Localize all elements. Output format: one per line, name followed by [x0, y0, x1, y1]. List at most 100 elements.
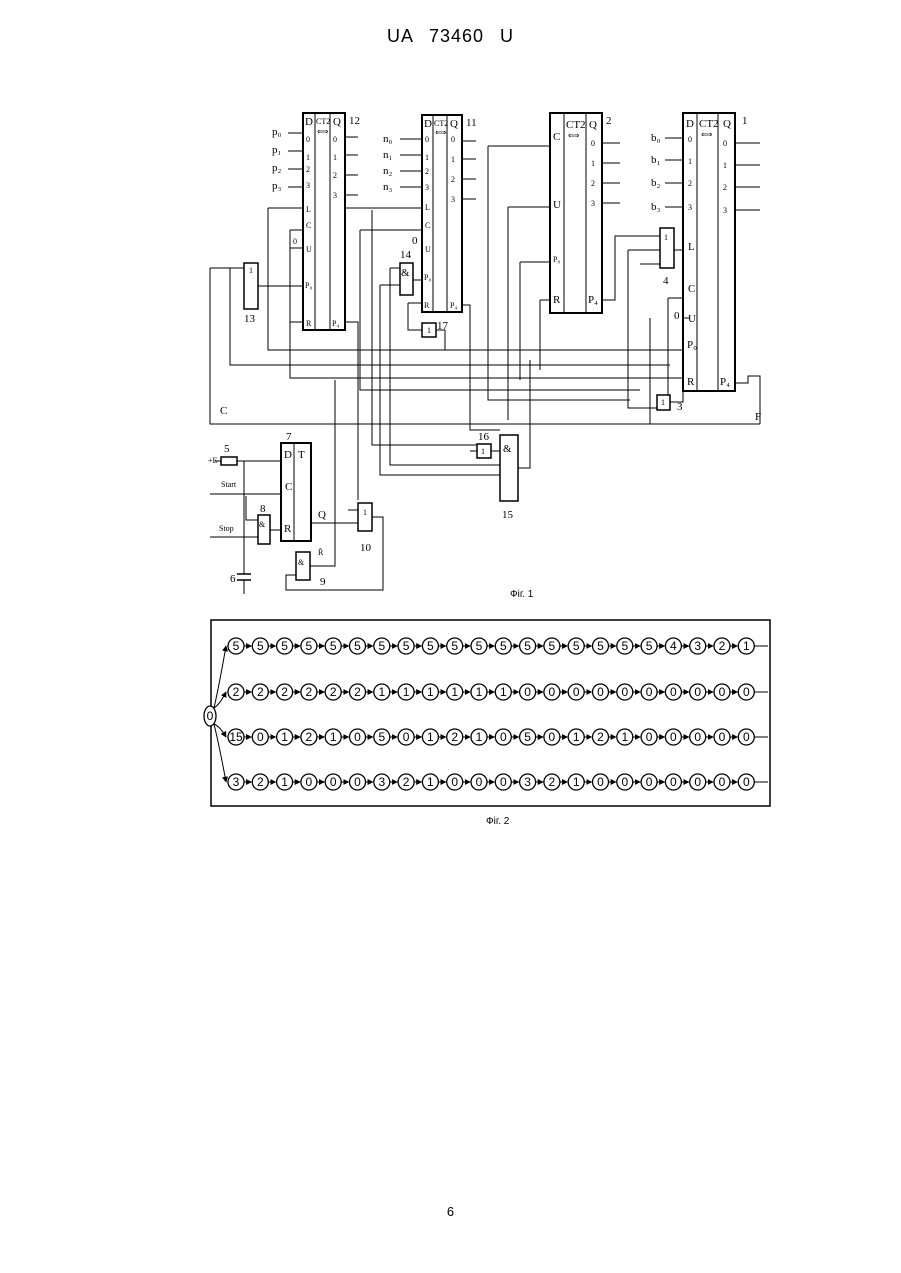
state-node-label: 2	[597, 730, 604, 744]
state-node-label: 1	[500, 685, 507, 699]
state-node-label: 0	[354, 775, 361, 789]
state-node-label: 0	[500, 730, 507, 744]
state-node-label: 0	[451, 775, 458, 789]
svg-text:P₄: P₄	[450, 301, 457, 310]
state-node-label: 1	[378, 685, 385, 699]
svg-text:1: 1	[427, 326, 431, 335]
state-node-label: 5	[354, 639, 361, 653]
svg-text:1: 1	[249, 266, 253, 275]
state-node-label: 5	[378, 730, 385, 744]
state-node-label: 0	[597, 685, 604, 699]
svg-text:0: 0	[688, 135, 692, 144]
svg-text:2: 2	[306, 165, 310, 174]
state-node-label: 5	[330, 639, 337, 653]
gate-9: & 9	[296, 552, 326, 588]
svg-text:C: C	[688, 283, 695, 295]
state-node-label: 1	[621, 730, 628, 744]
svg-text:&: &	[259, 520, 266, 529]
state-node-label: 5	[524, 639, 531, 653]
svg-text:2: 2	[591, 179, 595, 188]
state-node-label: 15	[229, 730, 243, 744]
input-b0: b₀	[651, 132, 661, 144]
state-node-label: 5	[597, 639, 604, 653]
state-node-label: 0	[476, 775, 483, 789]
svg-text:16: 16	[478, 431, 490, 443]
svg-text:0: 0	[723, 139, 727, 148]
state-node-label: 0	[306, 775, 313, 789]
svg-text:Q: Q	[589, 119, 597, 131]
state-node-label: 1	[281, 775, 288, 789]
svg-text:CT2: CT2	[566, 119, 586, 131]
state-node-label: 0	[621, 685, 628, 699]
counter-11: D CT2 ⟺ Q 11 0 1 2 3 L C U P₀ R P₄ 0 1 2…	[383, 115, 477, 312]
svg-text:3: 3	[306, 181, 310, 190]
counter-12-number: 12	[349, 115, 360, 127]
state-node-label: 0	[694, 730, 701, 744]
state-node-label: 5	[524, 730, 531, 744]
svg-text:1: 1	[661, 398, 665, 407]
state-node-label: 0	[597, 775, 604, 789]
svg-text:&: &	[401, 267, 410, 279]
svg-text:⟺: ⟺	[435, 128, 447, 137]
state-node-label: 2	[719, 639, 726, 653]
state-node-label: 0	[743, 685, 750, 699]
counter-12-q: Q	[333, 116, 341, 128]
state-node-label: 2	[233, 685, 240, 699]
state-node-label: 5	[621, 639, 628, 653]
svg-text:1: 1	[333, 153, 337, 162]
svg-text:6: 6	[230, 573, 236, 585]
svg-text:R: R	[687, 376, 695, 388]
state-node-label: 0	[694, 685, 701, 699]
fig2-frame	[211, 620, 770, 806]
state-node-label: 2	[281, 685, 288, 699]
svg-text:R̄: R̄	[318, 548, 324, 557]
state-node-label: 5	[403, 639, 410, 653]
svg-text:CT2: CT2	[434, 119, 448, 128]
svg-text:L: L	[688, 241, 695, 253]
state-node-label: 5	[306, 639, 313, 653]
svg-text:1: 1	[591, 159, 595, 168]
state-node-label: 0	[719, 730, 726, 744]
state-node-label: 2	[306, 730, 313, 744]
stop-label: Stop	[219, 524, 234, 533]
state-node-label: 0	[549, 730, 556, 744]
state-node-label: 0	[354, 730, 361, 744]
svg-text:2: 2	[333, 171, 337, 180]
state-node-label: 2	[354, 685, 361, 699]
svg-text:0: 0	[425, 135, 429, 144]
svg-text:0: 0	[591, 139, 595, 148]
svg-text:&: &	[503, 443, 512, 455]
state-node-label: 2	[257, 775, 264, 789]
state-node-label: 5	[378, 639, 385, 653]
svg-text:⟺: ⟺	[568, 131, 580, 140]
svg-text:R: R	[553, 294, 561, 306]
svg-text:D: D	[284, 449, 292, 461]
svg-text:P₀: P₀	[687, 339, 697, 351]
state-node-label: 0	[670, 775, 677, 789]
state-node-label: 1	[403, 685, 410, 699]
state-node-label: 0	[646, 730, 653, 744]
svg-text:P₀: P₀	[305, 281, 312, 290]
svg-text:10: 10	[360, 542, 372, 554]
svg-text:3: 3	[677, 401, 683, 413]
gate-13: 1 13	[244, 263, 258, 325]
state-node-label: 2	[403, 775, 410, 789]
svg-text:0: 0	[412, 235, 418, 247]
state-node-label: 1	[476, 685, 483, 699]
input-p3: p₃	[272, 180, 282, 192]
svg-text:1: 1	[723, 161, 727, 170]
state-node-label: 1	[573, 775, 580, 789]
input-p0: p₀	[272, 126, 282, 138]
state-node-label: 1	[573, 730, 580, 744]
state-node-label: 0	[257, 730, 264, 744]
state-node-label: 1	[476, 730, 483, 744]
counter-12-dir: ⟺	[317, 127, 329, 136]
svg-text:D: D	[686, 118, 694, 130]
state-node-label: 4	[670, 639, 677, 653]
state-node-label: 5	[233, 639, 240, 653]
svg-text:C: C	[285, 481, 292, 493]
counter-2: C CT2 ⟺ Q 2 0 1 2 3 U P₀ R P₄	[550, 113, 620, 313]
clock-label: C	[220, 405, 227, 417]
svg-text:L: L	[425, 203, 430, 212]
branch-arrow	[214, 724, 226, 782]
